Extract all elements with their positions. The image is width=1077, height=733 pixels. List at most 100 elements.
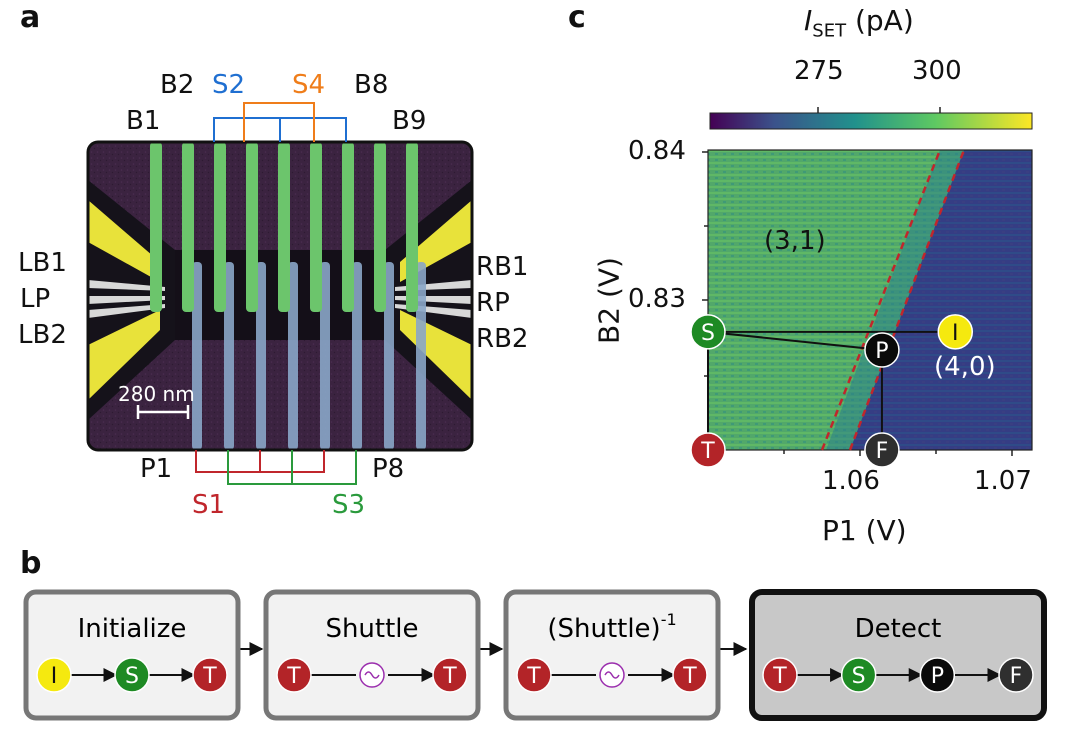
plunger-gates — [192, 262, 426, 450]
plunger-gate — [352, 262, 362, 450]
node-label: T — [286, 664, 301, 689]
node-label: I — [51, 664, 58, 689]
panel-c: c ISET (pA) 275 300 — [560, 0, 1077, 560]
node-label: P — [931, 664, 944, 689]
step-title: (Shuttle)-1 — [547, 610, 676, 644]
node-f: F — [998, 657, 1034, 693]
panel-a: a — [0, 0, 560, 540]
label-lb2: LB2 — [18, 320, 67, 350]
colorbar-label-unit: (pA) — [854, 4, 914, 37]
label-b8: B8 — [354, 70, 389, 100]
colorbar — [709, 112, 1033, 130]
region-40-area — [850, 150, 1032, 450]
colorbar-tick-275: 275 — [794, 56, 844, 86]
point-i: I — [937, 314, 974, 350]
colorbar-label: ISET (pA) — [804, 4, 914, 42]
point-p: P — [864, 332, 900, 368]
y-axis-label: B2 (V) — [592, 257, 626, 344]
s1-bracket — [195, 450, 325, 473]
barrier-gate — [182, 142, 194, 312]
step-title: Shuttle — [325, 614, 418, 644]
barrier-gate — [246, 142, 258, 312]
x-tick-106: 1.06 — [822, 466, 880, 496]
label-b9: B9 — [392, 106, 427, 136]
label-s1: S1 — [192, 490, 226, 520]
path-s-p — [707, 330, 883, 351]
label-rp: RP — [476, 288, 510, 318]
node-label: F — [1010, 664, 1023, 689]
heatmap-figure: S P I T F — [690, 107, 1033, 468]
node-t: T — [276, 657, 312, 693]
region-label-31: (3,1) — [764, 226, 826, 256]
node-t: T — [192, 657, 228, 693]
barrier-gate — [374, 142, 386, 312]
label-b1: B1 — [126, 106, 161, 136]
shuttle-icon — [599, 662, 625, 688]
point-label: S — [701, 321, 715, 346]
node-t: T — [516, 657, 552, 693]
pulse-points: S P I T F — [690, 314, 974, 468]
plunger-gate — [256, 262, 266, 450]
panel-c-letter: c — [568, 0, 586, 35]
plunger-gate — [288, 262, 298, 450]
node-label: S — [125, 664, 139, 689]
region-label-40: (4,0) — [934, 352, 996, 382]
node-label: S — [852, 664, 866, 689]
step-title: Initialize — [78, 614, 187, 644]
label-rb2: RB2 — [476, 324, 529, 354]
plunger-gate — [320, 262, 330, 450]
device-image — [86, 102, 474, 485]
point-label: F — [876, 439, 889, 464]
barrier-gate — [278, 142, 290, 312]
point-label: P — [875, 339, 888, 364]
s4-bracket — [243, 102, 315, 142]
node-t: T — [432, 657, 468, 693]
plunger-gate — [224, 262, 234, 450]
panel-b-letter: b — [20, 546, 42, 581]
point-f: F — [864, 432, 900, 468]
barrier-gate — [150, 142, 162, 312]
plunger-gate — [416, 262, 426, 450]
plunger-gate — [192, 262, 202, 450]
colorbar-label-sub: SET — [812, 20, 847, 42]
transition-line-left — [820, 149, 942, 451]
label-s2: S2 — [212, 70, 246, 100]
barrier-gate — [342, 142, 354, 312]
step-title-sup: -1 — [661, 610, 677, 629]
label-lp: LP — [20, 284, 51, 314]
shuttle-icon — [359, 662, 385, 688]
node-label: T — [772, 664, 787, 689]
step-title: Detect — [855, 614, 942, 644]
node-label: T — [442, 664, 457, 689]
label-s3: S3 — [332, 490, 366, 520]
label-b2: B2 — [160, 70, 195, 100]
label-lb1: LB1 — [18, 248, 67, 278]
label-p8: P8 — [372, 454, 405, 484]
scale-bar — [136, 405, 190, 419]
colorbar-tick-300: 300 — [912, 56, 962, 86]
y-tick-083: 0.83 — [628, 284, 686, 314]
barrier-gate — [214, 142, 226, 312]
plunger-gate — [384, 262, 394, 450]
label-s4: S4 — [292, 70, 326, 100]
node-t: T — [762, 657, 798, 693]
point-t: T — [690, 432, 726, 468]
x-axis-label: P1 (V) — [822, 514, 907, 547]
node-p: P — [919, 657, 956, 693]
y-tick-084: 0.84 — [628, 136, 686, 166]
colorbar-label-main: I — [804, 4, 813, 37]
scale-bar-label: 280 nm — [118, 382, 195, 406]
node-t: T — [672, 657, 708, 693]
panel-a-letter: a — [20, 0, 41, 35]
label-rb1: RB1 — [476, 252, 529, 282]
node-label: T — [202, 664, 217, 689]
node-label: T — [682, 664, 697, 689]
barrier-gate — [310, 142, 322, 312]
s3-bracket — [227, 450, 357, 485]
transition-line-right — [848, 149, 966, 451]
node-s: S — [114, 657, 150, 693]
